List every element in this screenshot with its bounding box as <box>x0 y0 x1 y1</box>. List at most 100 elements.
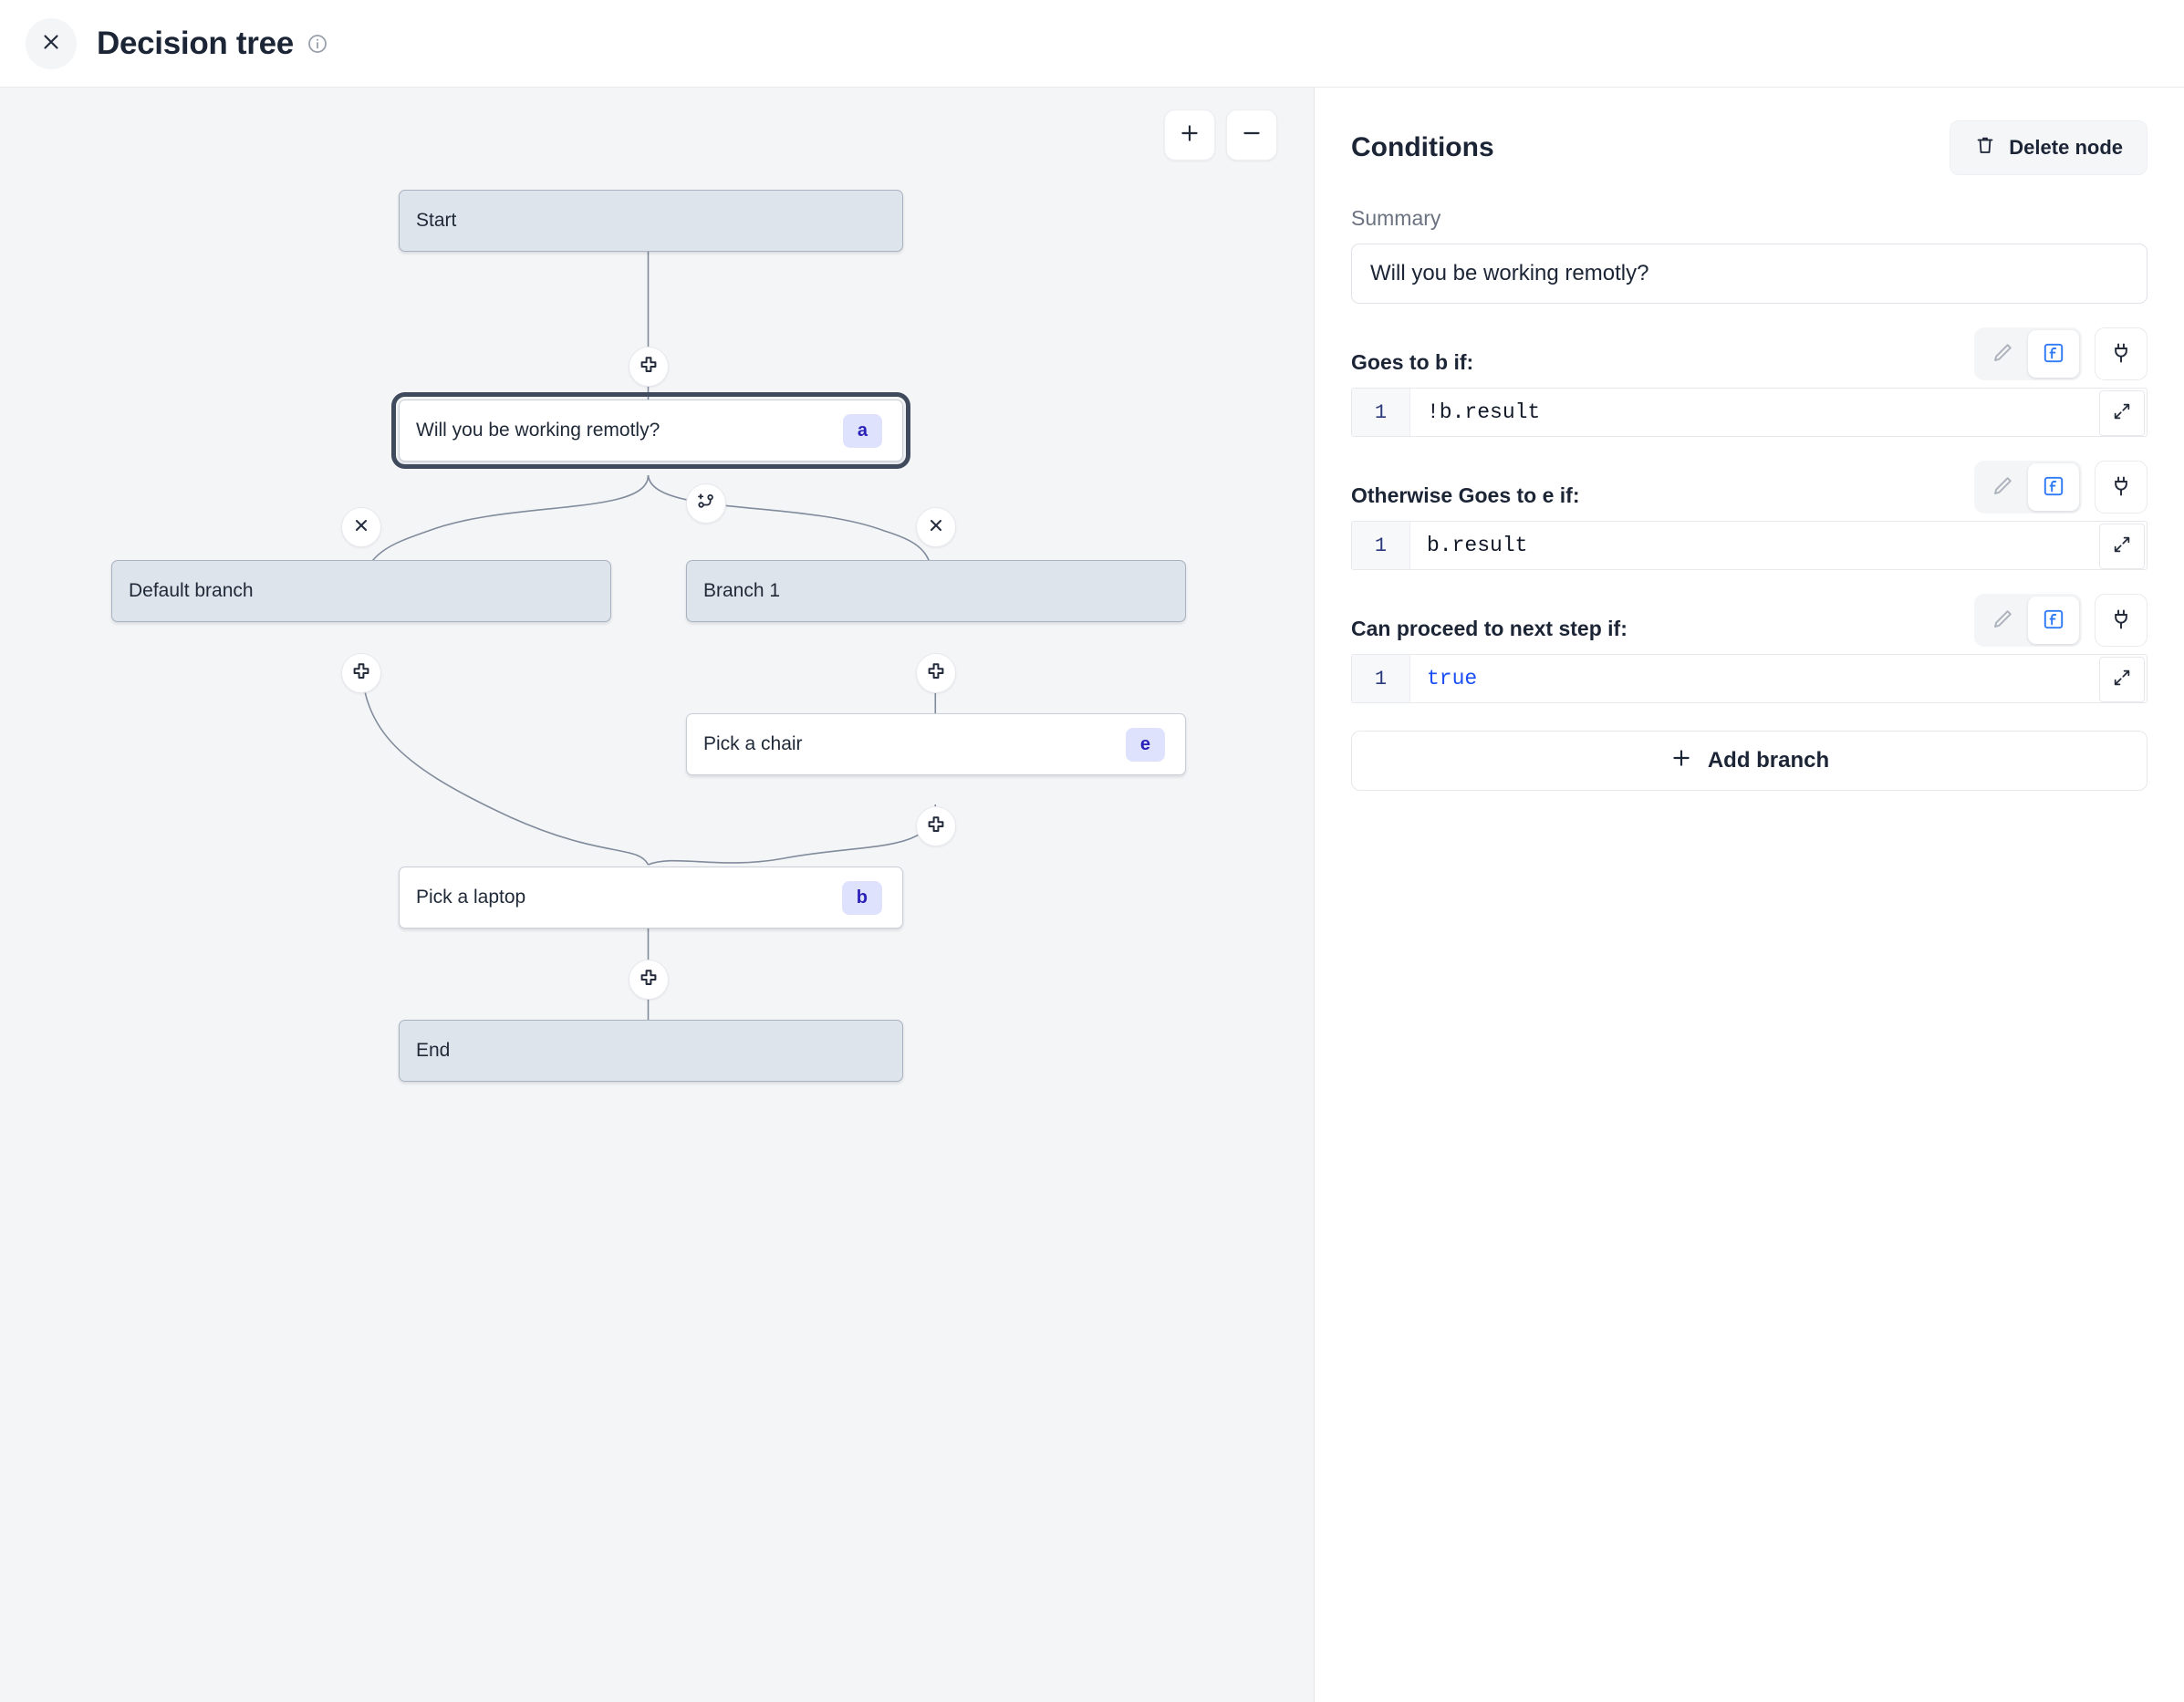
condition-code-editor[interactable]: 1 true <box>1351 654 2148 703</box>
flow-node-label: Default branch <box>129 580 254 601</box>
flow-node-badge: a <box>842 413 882 448</box>
plus-icon <box>925 660 947 687</box>
edit-mode-button[interactable] <box>1977 330 2028 378</box>
expand-icon <box>2112 401 2132 426</box>
zoom-controls <box>1164 109 1277 161</box>
expand-icon <box>2112 534 2132 559</box>
summary-label: Summary <box>1351 206 1441 230</box>
condition-tools <box>1974 461 2148 514</box>
add-branch-icon <box>695 491 717 517</box>
condition-row: Otherwise Goes to e if: <box>1351 461 2148 514</box>
close-icon <box>925 514 947 541</box>
flow-node-label: Will you be working remotly? <box>416 420 660 441</box>
function-mode-button[interactable] <box>2028 330 2079 378</box>
function-icon <box>2042 607 2065 634</box>
function-mode-button[interactable] <box>2028 463 2079 511</box>
flow-node-start[interactable]: Start <box>399 190 903 252</box>
connect-button[interactable] <box>2095 461 2148 514</box>
summary-input[interactable] <box>1351 244 2148 304</box>
add-branch-button[interactable]: Add branch <box>1351 731 2148 791</box>
flow-node-pick-a-chair[interactable]: Pick a chair e <box>686 713 1186 775</box>
edit-mode-button[interactable] <box>1977 463 2028 511</box>
flow-node-badge: b <box>841 880 882 915</box>
condition-block-can-proceed: Can proceed to next step if: <box>1351 594 2148 703</box>
add-branch-label: Add branch <box>1707 748 1830 773</box>
condition-label: Otherwise Goes to e if: <box>1351 483 1580 507</box>
plus-icon <box>1178 121 1201 150</box>
plus-icon <box>638 967 660 993</box>
add-branch-handle[interactable] <box>686 483 726 524</box>
code-value[interactable]: b.result <box>1427 534 1528 557</box>
condition-block-otherwise-goes-to-e: Otherwise Goes to e if: <box>1351 461 2148 570</box>
pencil-icon <box>1991 607 2014 634</box>
mode-toggle-group <box>1974 594 2082 647</box>
panel-header: Conditions Delete node <box>1351 120 2148 175</box>
expand-editor-button[interactable] <box>2099 524 2145 569</box>
condition-tools <box>1974 327 2148 380</box>
add-step-handle-branch1-to-e[interactable] <box>916 653 956 693</box>
delete-node-button[interactable]: Delete node <box>1950 120 2148 175</box>
plug-icon <box>2109 341 2133 368</box>
remove-branch-handle-branch1[interactable] <box>916 507 956 547</box>
flow-node-branch-1[interactable]: Branch 1 <box>686 560 1186 622</box>
flow-node-default-branch[interactable]: Default branch <box>111 560 611 622</box>
flow-node-question[interactable]: Will you be working remotly? a <box>391 392 910 469</box>
code-value[interactable]: !b.result <box>1427 400 1541 424</box>
app-header: Decision tree <box>0 0 2184 88</box>
connect-button[interactable] <box>2095 594 2148 647</box>
close-icon <box>350 514 372 541</box>
flow-node-pick-a-laptop[interactable]: Pick a laptop b <box>399 867 903 929</box>
condition-block-goes-to-b: Goes to b if: <box>1351 327 2148 437</box>
zoom-in-button[interactable] <box>1164 109 1215 161</box>
condition-row: Can proceed to next step if: <box>1351 594 2148 647</box>
pencil-icon <box>1991 474 2014 501</box>
flow-node-label: Start <box>416 210 457 231</box>
conditions-panel: Conditions Delete node Summary Goes to b… <box>1315 88 2184 1702</box>
expand-editor-button[interactable] <box>2099 657 2145 702</box>
flow-node-label: End <box>416 1040 451 1061</box>
condition-code-editor[interactable]: 1 !b.result <box>1351 388 2148 437</box>
close-icon <box>39 30 63 57</box>
flow-node-label: Pick a chair <box>703 733 803 754</box>
mode-toggle-group <box>1974 461 2082 514</box>
line-number: 1 <box>1352 655 1410 702</box>
add-step-handle-default-to-b[interactable] <box>341 653 381 693</box>
flow-node-label: Branch 1 <box>703 580 781 601</box>
mode-toggle-group <box>1974 327 2082 380</box>
function-mode-button[interactable] <box>2028 597 2079 644</box>
expand-icon <box>2112 668 2132 692</box>
plus-icon <box>350 660 372 687</box>
plug-icon <box>2109 607 2133 634</box>
flow-node-label: Pick a laptop <box>416 887 526 908</box>
code-value[interactable]: true <box>1427 667 1478 690</box>
panel-title: Conditions <box>1351 132 1494 162</box>
flow-node-badge: e <box>1125 727 1165 762</box>
minus-icon <box>1240 121 1264 150</box>
info-icon[interactable] <box>307 33 328 55</box>
trash-icon <box>1974 134 1996 161</box>
remove-branch-handle-default[interactable] <box>341 507 381 547</box>
close-button[interactable] <box>26 17 77 69</box>
add-step-handle-b-to-end[interactable] <box>629 960 669 1000</box>
condition-code-editor[interactable]: 1 b.result <box>1351 521 2148 570</box>
condition-row: Goes to b if: <box>1351 327 2148 380</box>
condition-label: Can proceed to next step if: <box>1351 617 1628 640</box>
edit-mode-button[interactable] <box>1977 597 2028 644</box>
add-step-handle-e-to-b[interactable] <box>916 806 956 846</box>
function-icon <box>2042 341 2065 368</box>
flow-canvas[interactable]: Start Will you be working remotly? a Def… <box>0 88 1315 1702</box>
zoom-out-button[interactable] <box>1226 109 1277 161</box>
pencil-icon <box>1991 341 2014 368</box>
plug-icon <box>2109 474 2133 501</box>
add-step-handle-start-to-a[interactable] <box>629 347 669 387</box>
delete-node-label: Delete node <box>2009 136 2123 159</box>
line-number: 1 <box>1352 389 1410 436</box>
connect-button[interactable] <box>2095 327 2148 380</box>
flow-node-end[interactable]: End <box>399 1020 903 1082</box>
expand-editor-button[interactable] <box>2099 390 2145 436</box>
function-icon <box>2042 474 2065 501</box>
line-number: 1 <box>1352 522 1410 569</box>
flow-graph: Start Will you be working remotly? a Def… <box>0 88 1314 1702</box>
plus-icon <box>638 354 660 380</box>
plus-icon <box>1669 746 1693 776</box>
